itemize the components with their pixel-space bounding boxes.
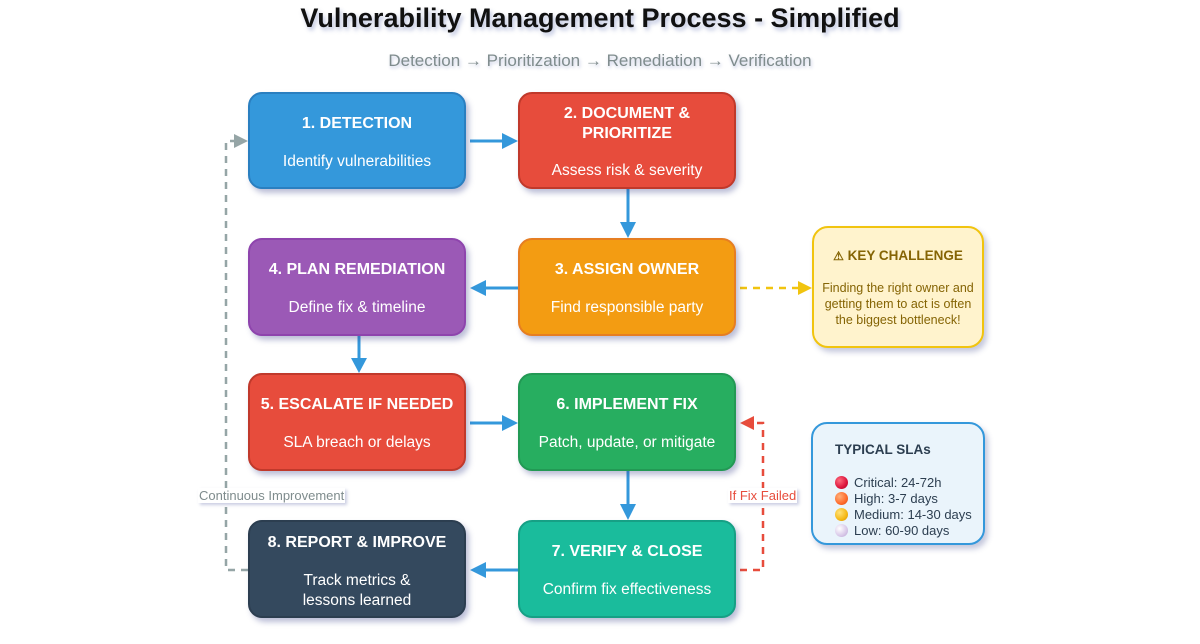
sla-item-high: High: 3-7 days	[835, 491, 983, 507]
step-description: Find responsible party	[550, 299, 704, 316]
arrow-6-to-7	[620, 471, 636, 520]
step-description: Identify vulnerabilities	[282, 153, 432, 170]
page-title: Vulnerability Management Process - Simpl…	[300, 3, 900, 33]
step-title: 4. PLAN REMEDIATION	[268, 261, 446, 278]
step-description: Assess risk & severity	[551, 162, 703, 179]
step-title: 6. IMPLEMENT FIX	[556, 396, 698, 413]
arrow-5-to-6	[470, 415, 518, 431]
step-8-report-improve: 8. REPORT & IMPROVE Track metrics & less…	[248, 520, 466, 618]
arrow-continuous-improvement-loop	[224, 134, 248, 572]
step-title: 1. DETECTION	[301, 115, 413, 132]
step-title: 7. VERIFY & CLOSE	[551, 543, 703, 560]
sla-item-critical: Critical: 24-72h	[835, 475, 983, 491]
step-description: Track metrics & lessons learned	[302, 572, 412, 609]
slas-title: TYPICAL SLAs	[835, 442, 931, 457]
continuous-improvement-label: Continuous Improvement	[198, 488, 346, 503]
step-2-document-prioritize: 2. DOCUMENT & PRIORITIZE Assess risk & s…	[518, 92, 736, 189]
high-dot-icon	[835, 492, 848, 505]
step-7-verify-close: 7. VERIFY & CLOSE Confirm fix effectiven…	[518, 520, 736, 618]
key-challenge-note: ⚠ KEY CHALLENGE Finding the right owner …	[812, 226, 984, 348]
step-title: 5. ESCALATE IF NEEDED	[260, 396, 454, 413]
sla-item-low: Low: 60-90 days	[835, 523, 983, 539]
step-title: 2. DOCUMENT & PRIORITIZE	[563, 105, 691, 142]
arrow-1-to-2	[470, 133, 518, 149]
step-title: 8. REPORT & IMPROVE	[267, 534, 447, 551]
step-description: Define fix & timeline	[288, 299, 426, 316]
arrow-owner-to-challenge	[740, 281, 812, 295]
warning-icon: ⚠	[833, 249, 844, 263]
arrow-3-to-4	[470, 280, 518, 296]
step-1-detection: 1. DETECTION Identify vulnerabilities	[248, 92, 466, 189]
arrow-4-to-5	[351, 336, 367, 373]
key-challenge-text: Finding the right owner and getting them…	[822, 281, 974, 327]
key-challenge-title: KEY CHALLENGE	[847, 248, 963, 263]
step-6-implement-fix: 6. IMPLEMENT FIX Patch, update, or mitig…	[518, 373, 736, 471]
low-dot-icon	[835, 524, 848, 537]
step-4-plan-remediation: 4. PLAN REMEDIATION Define fix & timelin…	[248, 238, 466, 336]
typical-slas-box: TYPICAL SLAs Critical: 24-72h High: 3-7 …	[811, 422, 985, 545]
step-description: Patch, update, or mitigate	[538, 434, 716, 451]
step-3-assign-owner: 3. ASSIGN OWNER Find responsible party	[518, 238, 736, 336]
fix-failed-label: If Fix Failed	[728, 488, 798, 503]
medium-dot-icon	[835, 508, 848, 521]
sla-item-medium: Medium: 14-30 days	[835, 507, 983, 523]
critical-dot-icon	[835, 476, 848, 489]
step-title: 3. ASSIGN OWNER	[554, 261, 700, 278]
sla-list: Critical: 24-72h High: 3-7 days Medium: …	[835, 475, 983, 539]
arrow-7-to-8	[470, 562, 518, 578]
page-subtitle: Detection → Prioritization → Remediation…	[388, 51, 812, 70]
step-5-escalate: 5. ESCALATE IF NEEDED SLA breach or dela…	[248, 373, 466, 471]
arrow-2-to-3	[620, 189, 636, 238]
step-description: SLA breach or delays	[283, 434, 431, 451]
step-description: Confirm fix effectiveness	[542, 581, 712, 598]
